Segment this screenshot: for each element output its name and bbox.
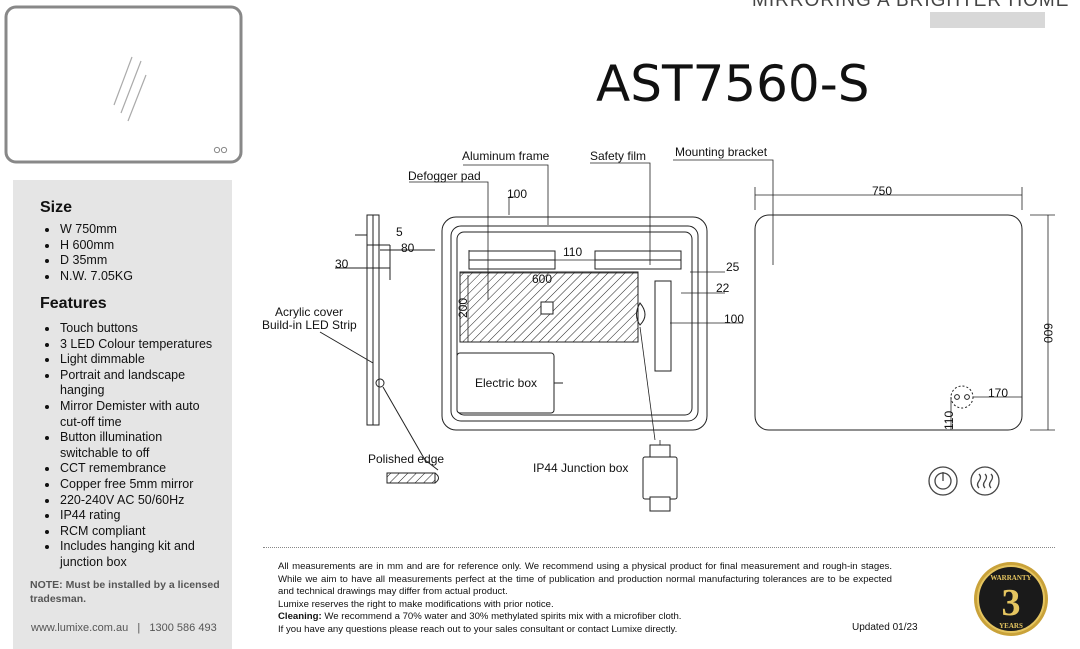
junction-box-label: IP44 Junction box: [533, 461, 628, 475]
size-list: W 750mm H 600mm D 35mm N.W. 7.05KG: [40, 222, 133, 284]
list-item: CCT remembrance: [40, 461, 220, 477]
junction-box: [642, 444, 678, 512]
features-heading: Features: [40, 295, 107, 312]
cleaning-label: Cleaning:: [278, 611, 322, 622]
dim-600-vertical: 600: [1041, 323, 1055, 343]
dim-100-right: 100: [724, 312, 744, 326]
side-profile-view: [319, 214, 439, 484]
dim-750: 750: [872, 184, 892, 198]
list-item: IP44 rating: [40, 508, 220, 524]
safety-film-label: Safety film: [590, 149, 646, 163]
website-link[interactable]: www.lumixe.com.au: [31, 622, 129, 634]
polished-edge-label: Polished edge: [368, 452, 444, 466]
cleaning-text: We recommend a 70% water and 30% methyla…: [321, 611, 682, 622]
warranty-top-text: WARRANTY: [990, 574, 1031, 582]
list-item: Includes hanging kit and junction box: [40, 539, 220, 570]
disclaimer-measurements: All measurements are in mm and are for r…: [278, 561, 892, 597]
leader-lines: [409, 159, 774, 445]
power-icon: [928, 466, 958, 496]
list-item: Button illumination switchable to off: [40, 430, 220, 461]
list-item: Light dimmable: [40, 352, 220, 368]
acrylic-cover-label: Acrylic cover: [275, 305, 343, 319]
install-note: NOTE: Must be installed by a licensed tr…: [30, 579, 220, 605]
dim-600-horizontal: 600: [532, 272, 552, 286]
dim-30: 30: [335, 257, 349, 271]
list-item: D 35mm: [40, 253, 133, 269]
spec-sidebar: Size W 750mm H 600mm D 35mm N.W. 7.05KG …: [13, 180, 232, 649]
dim-170: 170: [988, 386, 1008, 400]
warranty-number: 3: [1002, 582, 1021, 624]
disclaimer-cleaning: Cleaning: We recommend a 70% water and 3…: [278, 611, 892, 624]
separator: |: [137, 622, 141, 634]
list-item: RCM compliant: [40, 524, 220, 540]
dim-100-top: 100: [507, 187, 527, 201]
electric-box-label: Electric box: [475, 376, 537, 390]
dim-110-bottom: 110: [942, 411, 956, 430]
dim-80: 80: [401, 241, 415, 255]
list-item: 220-240V AC 50/60Hz: [40, 493, 220, 509]
list-item: W 750mm: [40, 222, 133, 238]
tagline-bar: [930, 12, 1045, 28]
list-item: N.W. 7.05KG: [40, 269, 133, 285]
dim-22: 22: [716, 281, 730, 295]
disclaimer-modifications: Lumixe reserves the right to make modifi…: [278, 598, 554, 610]
led-strip-label: Build-in LED Strip: [262, 318, 357, 332]
warranty-bottom-text: YEARS: [999, 622, 1023, 630]
brand-tagline: MIRRORING A BRIGHTER HOME: [752, 0, 1070, 11]
dimension-lines-back: [460, 250, 743, 342]
mounting-bracket-label: Mounting bracket: [675, 145, 768, 159]
mirror-front-view: [754, 187, 1055, 431]
disclaimer-contact: If you have any questions please reach o…: [278, 623, 678, 635]
list-item: Mirror Demister with auto cut-off time: [40, 399, 220, 430]
features-list: Touch buttons 3 LED Colour temperatures …: [40, 321, 220, 571]
dim-5: 5: [396, 225, 403, 239]
list-item: Portrait and landscape hanging: [40, 368, 220, 399]
technical-drawing: Aluminum frame Safety film Mounting brac…: [262, 145, 1055, 512]
footer-divider: [263, 547, 1055, 548]
contact-line: www.lumixe.com.au | 1300 586 493: [31, 622, 217, 634]
model-number: AST7560-S: [596, 55, 870, 113]
list-item: H 600mm: [40, 238, 133, 254]
phone-number[interactable]: 1300 586 493: [149, 622, 217, 634]
list-item: 3 LED Colour temperatures: [40, 337, 220, 353]
demister-icon: [970, 466, 1000, 496]
warranty-badge: WARRANTY 3 YEARS: [974, 562, 1048, 636]
updated-date: Updated 01/23: [852, 622, 918, 633]
dim-25: 25: [726, 260, 740, 274]
list-item: Copper free 5mm mirror: [40, 477, 220, 493]
dim-200: 200: [456, 298, 470, 318]
mirror-thumbnail: [4, 5, 243, 164]
aluminum-frame-label: Aluminum frame: [462, 149, 550, 163]
size-heading: Size: [40, 199, 73, 216]
list-item: Touch buttons: [40, 321, 220, 337]
defogger-pad-label: Defogger pad: [408, 169, 481, 183]
disclaimer: All measurements are in mm and are for r…: [278, 561, 892, 636]
dim-110-top: 110: [563, 245, 582, 259]
